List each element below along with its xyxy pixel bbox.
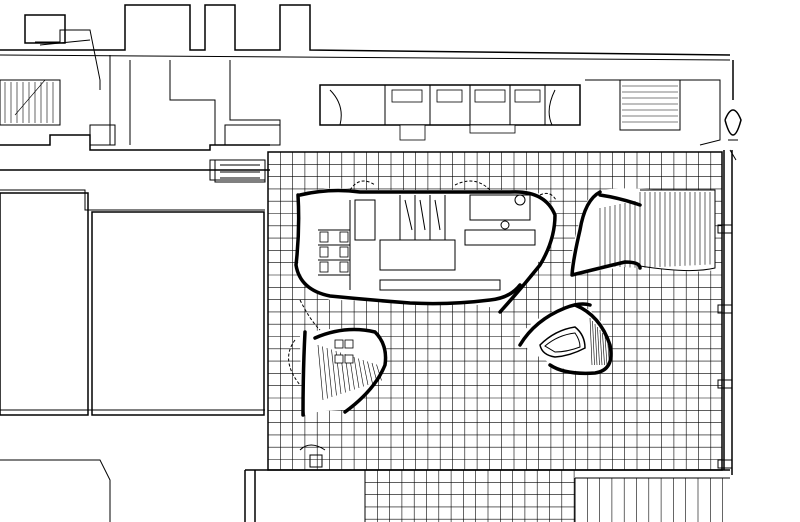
grid-line (353, 356, 360, 389)
east-column-row (717, 150, 733, 475)
grid-line (362, 359, 369, 386)
service-core-with-restrooms (319, 84, 581, 141)
curved-enclosure-ramp-east (570, 188, 716, 277)
grid-line (376, 364, 382, 381)
grid-line (326, 347, 333, 398)
upper-corridor-rooms (0, 4, 742, 161)
grid-line (322, 346, 328, 399)
grid-line (317, 344, 324, 401)
stair-hatch-left (4, 79, 54, 123)
lower-gridded-court (244, 469, 730, 522)
grid-line (604, 335, 608, 366)
curved-enclosure-seating-west (288, 299, 388, 417)
grid-line (592, 320, 595, 366)
stair-left (0, 79, 61, 126)
entry-vestibule (214, 159, 266, 183)
left-wing-rooms (0, 159, 270, 522)
grid-line (367, 361, 373, 384)
grid-line (607, 338, 610, 366)
curved-enclosure-kitchen-and-toilets (294, 180, 557, 314)
grid-line (589, 317, 593, 366)
grid-line (371, 362, 378, 383)
column-base (309, 454, 323, 468)
grid-line (597, 326, 600, 366)
grid-line (599, 329, 603, 366)
grid-line (602, 332, 605, 366)
grid-line (594, 323, 598, 366)
curved-enclosure-cafe-counter (518, 302, 613, 376)
grid-line (358, 358, 364, 387)
grid-line (331, 349, 337, 396)
stair-hatch-right (622, 85, 678, 123)
